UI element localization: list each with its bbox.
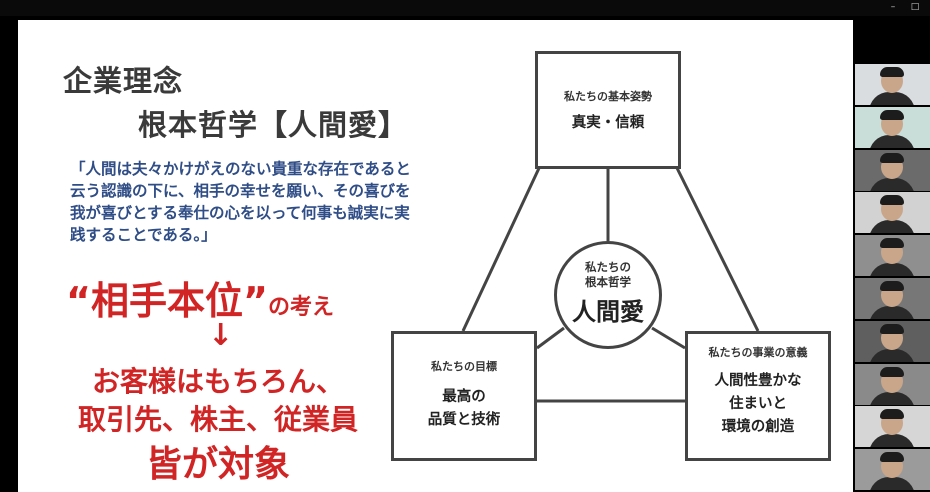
goal-value-2: 品質と技術: [427, 412, 501, 428]
participant-video-tile[interactable]: [855, 406, 930, 448]
participant-video-tile[interactable]: [855, 235, 930, 277]
participant-video-tile[interactable]: [855, 192, 930, 234]
participant-video-tile[interactable]: [855, 449, 930, 491]
participant-body: [869, 348, 915, 362]
down-arrow-icon: ↓: [208, 318, 234, 353]
spoke-right: [651, 326, 686, 350]
slogan: “相手本位”の考え: [66, 270, 334, 325]
participant-body: [869, 134, 915, 148]
goal-box: 私たちの目標 最高の 品質と技術: [391, 331, 537, 461]
participant-body: [869, 306, 915, 319]
participant-hair: [880, 238, 904, 249]
participant-hair: [880, 281, 904, 291]
business-meaning-value-3: 環境の創造: [721, 419, 795, 435]
maximize-icon[interactable]: □: [910, 2, 920, 12]
participant-video-tile[interactable]: [855, 320, 930, 362]
window-title-bar: – □: [0, 0, 930, 16]
target-line-2: 取引先、株主、従業員: [77, 403, 358, 436]
goal-value-1: 最高の: [442, 389, 486, 405]
business-meaning-value-1: 人間性豊かな: [714, 373, 802, 389]
slogan-main: “相手本位”: [66, 279, 268, 323]
business-meaning-value-2: 住まいと: [729, 396, 787, 412]
core-philosophy-label-2: 根本哲学: [585, 275, 631, 289]
diagram-lines: [461, 165, 760, 403]
core-philosophy-label-1: 私たちの: [585, 260, 631, 274]
target-line-1: お客様はもちろん、: [91, 365, 344, 398]
target-line-3: 皆が対象: [145, 444, 290, 485]
slide-subtitle: 根本哲学【人間愛】: [138, 108, 409, 142]
participant-hair: [880, 323, 904, 334]
participant-hair: [880, 366, 904, 377]
spoke-left: [536, 326, 565, 350]
slide-title: 企業理念: [63, 64, 184, 98]
basic-attitude-box: 私たちの基本姿勢 真実・信頼: [535, 51, 681, 169]
business-meaning-label: 私たちの事業の意義: [708, 346, 808, 359]
participant-body: [869, 477, 915, 491]
participant-hair: [880, 152, 904, 163]
core-philosophy-circle: 私たちの 根本哲学 人間愛: [554, 241, 662, 349]
participant-hair: [880, 109, 904, 120]
participant-hair: [880, 67, 904, 77]
participant-body: [869, 434, 915, 448]
participant-video-tile[interactable]: [855, 278, 930, 319]
participant-body: [869, 92, 915, 105]
participant-hair: [880, 195, 904, 206]
participant-body: [869, 220, 915, 234]
minimize-icon[interactable]: –: [890, 2, 896, 12]
philosophy-diagram: 私たちの基本姿勢 真実・信頼 私たちの目標 最高の 品質と技術 私たちの事業の意…: [388, 48, 848, 488]
core-philosophy-value: 人間愛: [572, 298, 644, 326]
participant-body: [869, 391, 915, 405]
goal-label: 私たちの目標: [431, 360, 497, 373]
shared-slide: 企業理念 根本哲学【人間愛】 「人間は夫々かけがえのない貴重な存在であると 云う…: [18, 20, 853, 492]
basic-attitude-label: 私たちの基本姿勢: [564, 90, 652, 103]
participant-body: [869, 263, 915, 277]
outer-edge-left: [461, 165, 542, 332]
slogan-suffix: の考え: [267, 295, 334, 320]
basic-attitude-value: 真実・信頼: [571, 115, 645, 131]
outer-edge-right: [674, 165, 760, 332]
participant-hair: [880, 452, 904, 463]
participant-video-tile[interactable]: [855, 363, 930, 405]
participant-video-tile[interactable]: [855, 64, 930, 105]
participant-video-tile[interactable]: [855, 149, 930, 191]
participant-body: [869, 177, 915, 191]
business-meaning-box: 私たちの事業の意義 人間性豊かな 住まいと 環境の創造: [685, 331, 831, 461]
participant-hair: [880, 409, 904, 420]
philosophy-quote: 「人間は夫々かけがえのない貴重な存在であると 云う認識の下に、相手の幸せを願い、…: [70, 160, 411, 244]
participant-video-tile[interactable]: [855, 106, 930, 148]
